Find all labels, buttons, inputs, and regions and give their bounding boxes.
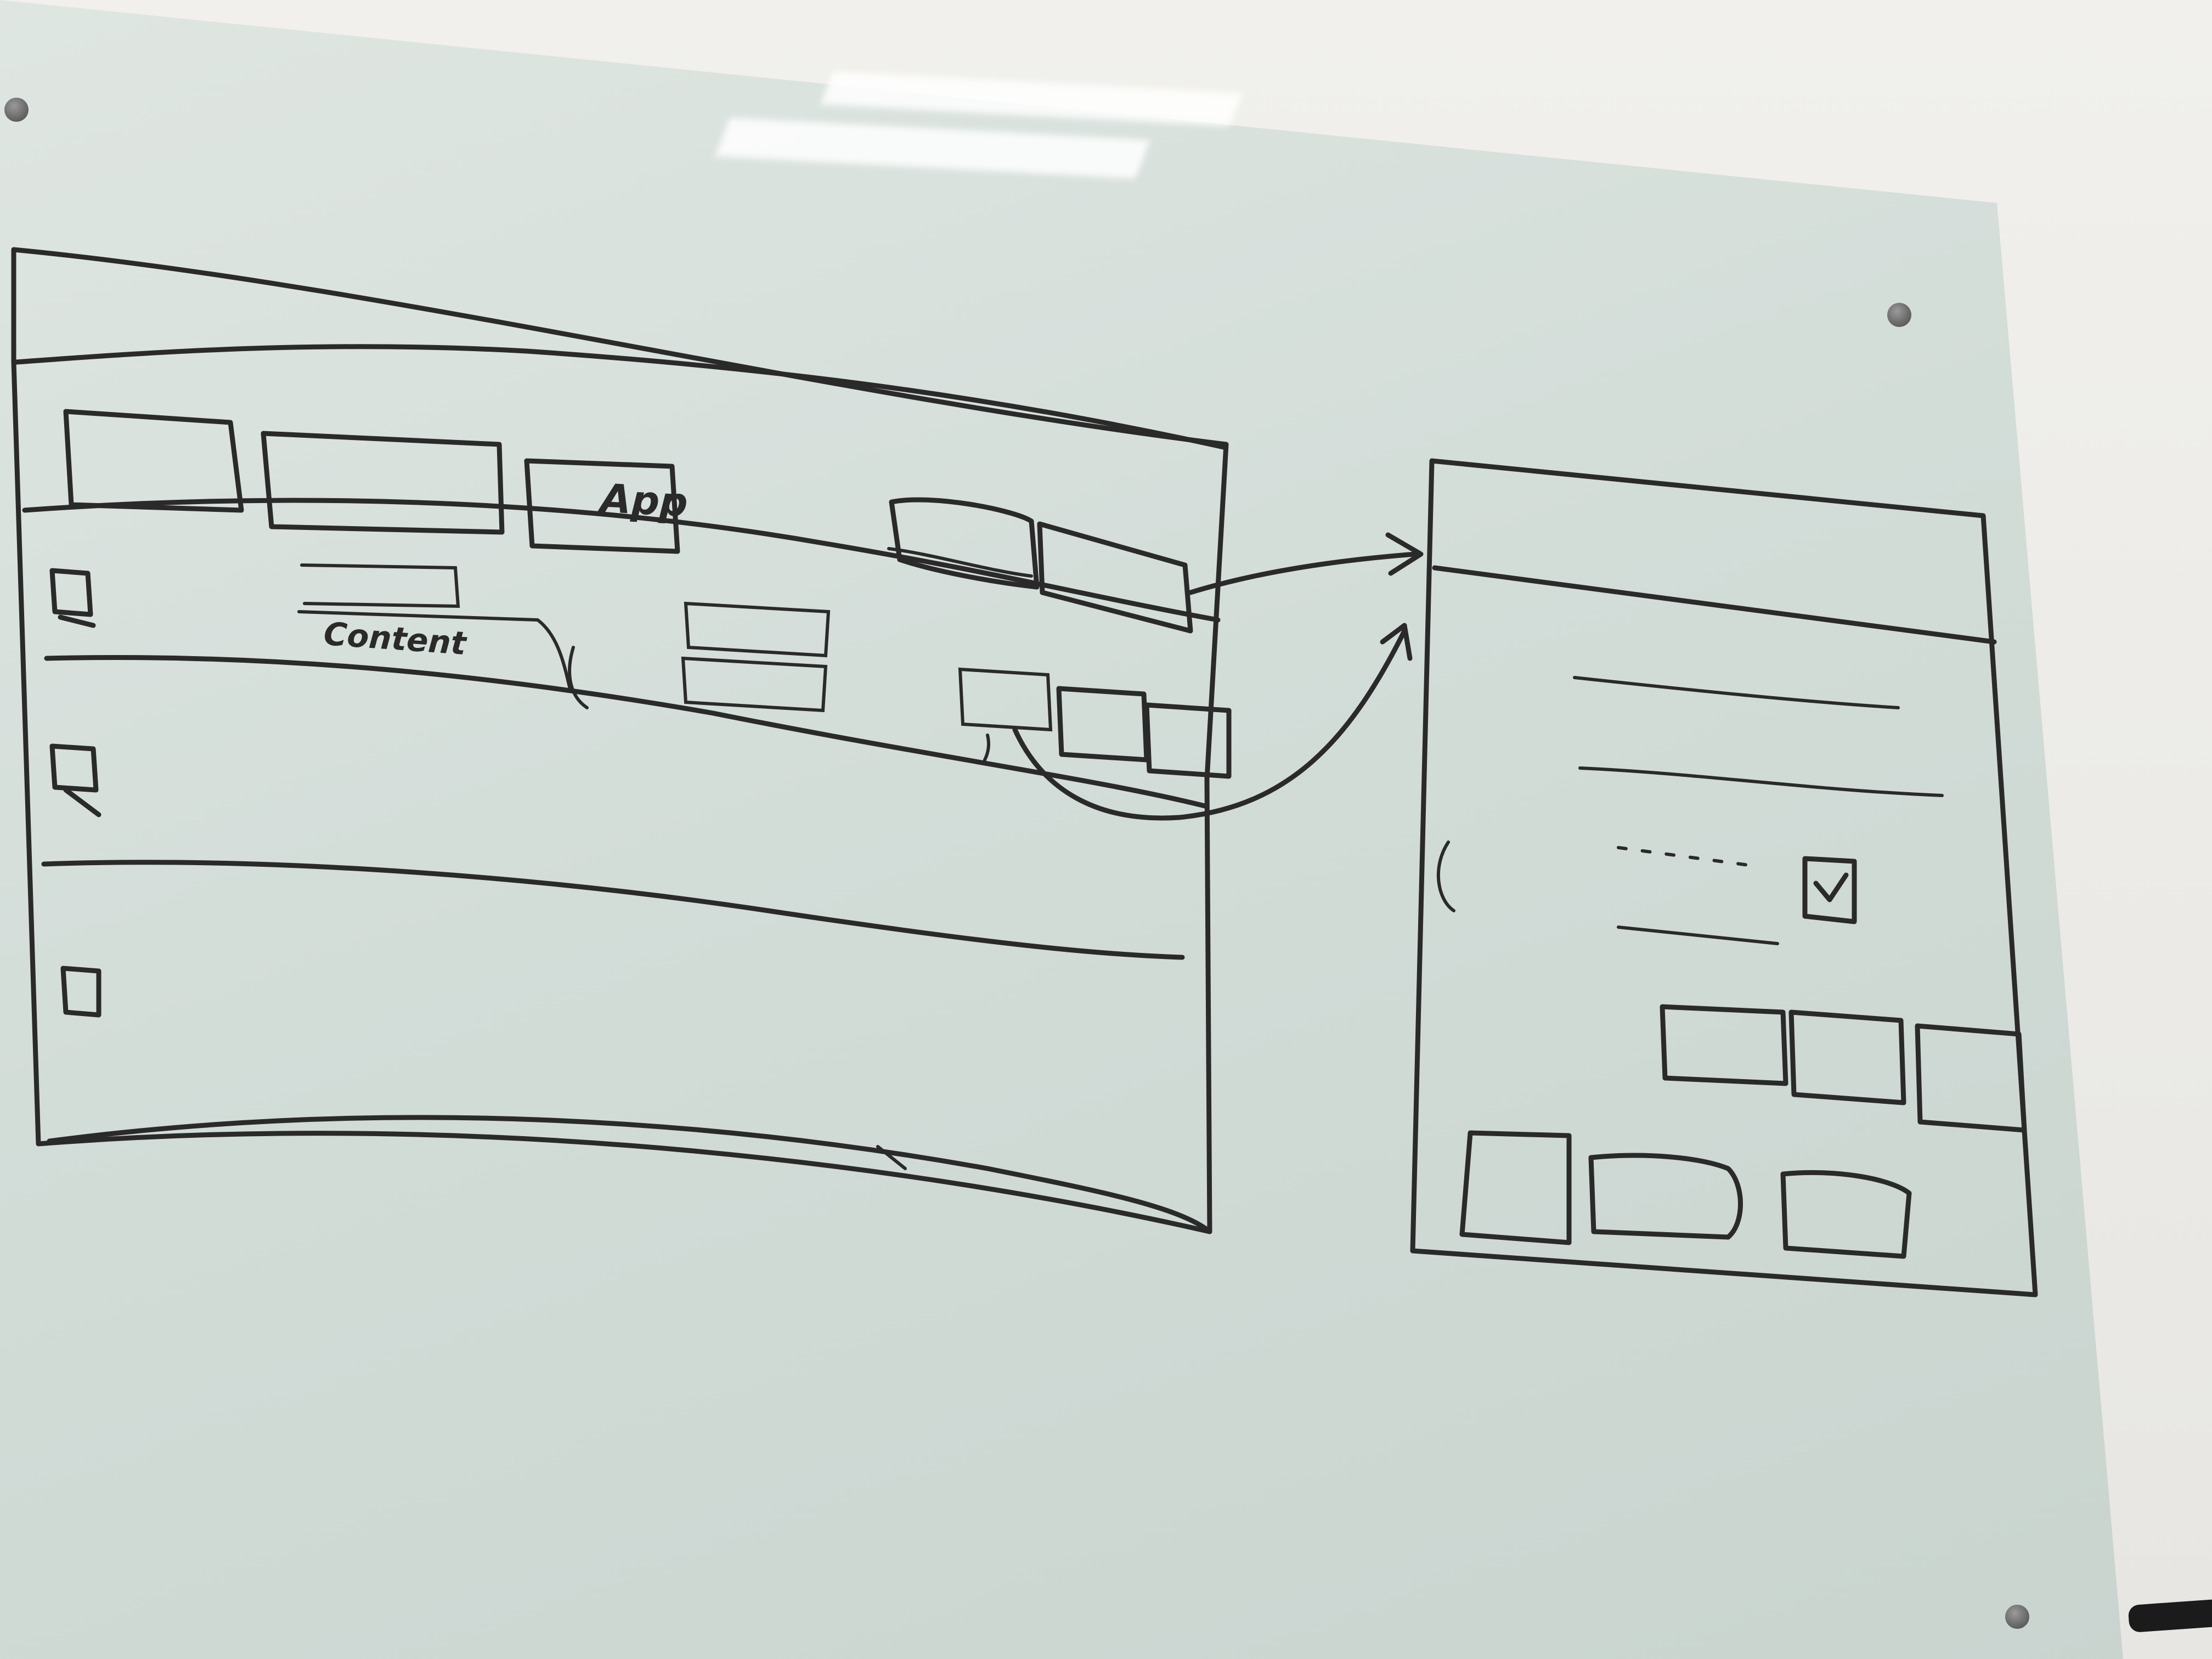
checkbox-outline — [1802, 856, 1857, 924]
checkmark-icon — [1813, 872, 1849, 902]
checkbox-sketch — [49, 568, 96, 628]
time-field-outline — [681, 656, 828, 713]
arrow-to-form — [1012, 623, 1413, 821]
board-mount-screw — [2005, 1605, 2029, 1629]
save-button-outline — [1459, 1130, 1572, 1245]
list-screen-sketch — [11, 247, 1232, 1234]
board-mount-screw — [1887, 303, 1911, 327]
tab-outline — [524, 458, 680, 554]
row-action-outline — [958, 667, 1053, 732]
tab-3-label: App — [599, 475, 689, 526]
content-field-outline — [297, 610, 572, 693]
brace-sketch — [1436, 840, 1455, 912]
question-mark-sketch — [983, 733, 991, 761]
arrow-to-form — [1188, 532, 1424, 595]
tab-outline — [261, 431, 505, 535]
form-screen-sketch — [1410, 458, 2038, 1297]
row-action-outline — [1056, 686, 1149, 763]
toolbar-button-outline — [889, 497, 1040, 590]
time-field-outline — [684, 601, 831, 658]
option-outline — [1660, 1004, 1788, 1086]
toolbar-button-outline — [1037, 521, 1193, 634]
tab-outline — [63, 409, 244, 513]
brace-sketch — [568, 646, 589, 709]
cancel-button-outline — [1780, 1170, 1912, 1259]
board-mount-screw — [4, 98, 29, 122]
checkbox-sketch — [49, 743, 101, 817]
row-action-outline — [1144, 702, 1232, 779]
title-field-outline — [300, 563, 460, 608]
option-outline — [1915, 1023, 2027, 1133]
publish-button-outline — [1588, 1153, 1743, 1240]
option-outline — [1788, 1009, 1906, 1105]
checkbox-sketch — [60, 966, 101, 1018]
